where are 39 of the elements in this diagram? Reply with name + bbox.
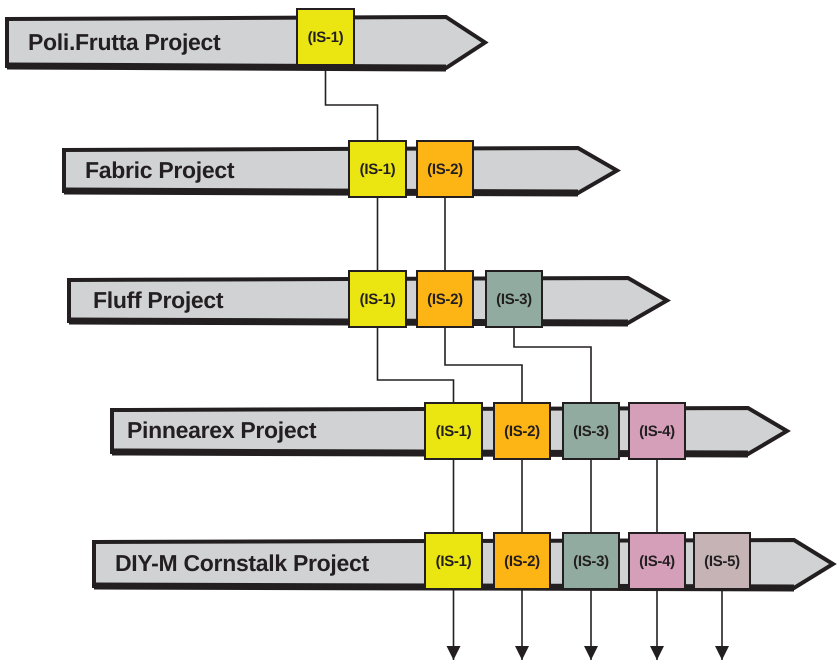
stage-box: (IS-1)	[348, 270, 407, 328]
arrow	[715, 590, 729, 660]
stage-box: (IS-3)	[562, 532, 620, 590]
connector-line	[513, 328, 592, 402]
connector-line	[444, 198, 446, 270]
project-arrow-band	[110, 402, 790, 460]
stage-box: (IS-2)	[416, 140, 474, 198]
connector-line	[444, 328, 523, 402]
arrow	[515, 590, 529, 660]
connector-line	[590, 460, 592, 532]
project-arrow-band	[92, 532, 836, 592]
connector-line	[656, 460, 658, 532]
stage-box: (IS-3)	[485, 270, 543, 328]
connector-line	[521, 460, 523, 532]
stage-box: (IS-1)	[424, 532, 483, 590]
project-arrow-band	[62, 140, 620, 198]
arrow	[446, 590, 460, 660]
project-title: Fabric Project	[85, 156, 234, 184]
project-title: Pinnearex Project	[127, 417, 316, 444]
project-title: Poli.Frutta Project	[28, 28, 220, 56]
project-arrow-band	[5, 8, 488, 70]
stage-box: (IS-4)	[628, 402, 686, 460]
stage-box: (IS-1)	[348, 140, 407, 198]
project-title: Fluff Project	[93, 286, 224, 314]
stage-box: (IS-1)	[424, 402, 483, 460]
project-title: DIY-M Cornstalk Project	[115, 550, 369, 577]
connector-line	[452, 460, 454, 532]
stage-box: (IS-4)	[628, 532, 686, 590]
arrow	[650, 590, 664, 660]
stage-box: (IS-2)	[493, 532, 551, 590]
stage-box: (IS-1)	[296, 8, 355, 66]
stage-box: (IS-5)	[693, 532, 751, 590]
stage-box: (IS-2)	[416, 270, 474, 328]
stage-box: (IS-2)	[493, 402, 551, 460]
arrow	[584, 590, 598, 660]
connector-line	[376, 328, 454, 402]
stage-box: (IS-3)	[562, 402, 620, 460]
project-arrow-band	[67, 270, 670, 328]
connector-line	[376, 198, 378, 270]
